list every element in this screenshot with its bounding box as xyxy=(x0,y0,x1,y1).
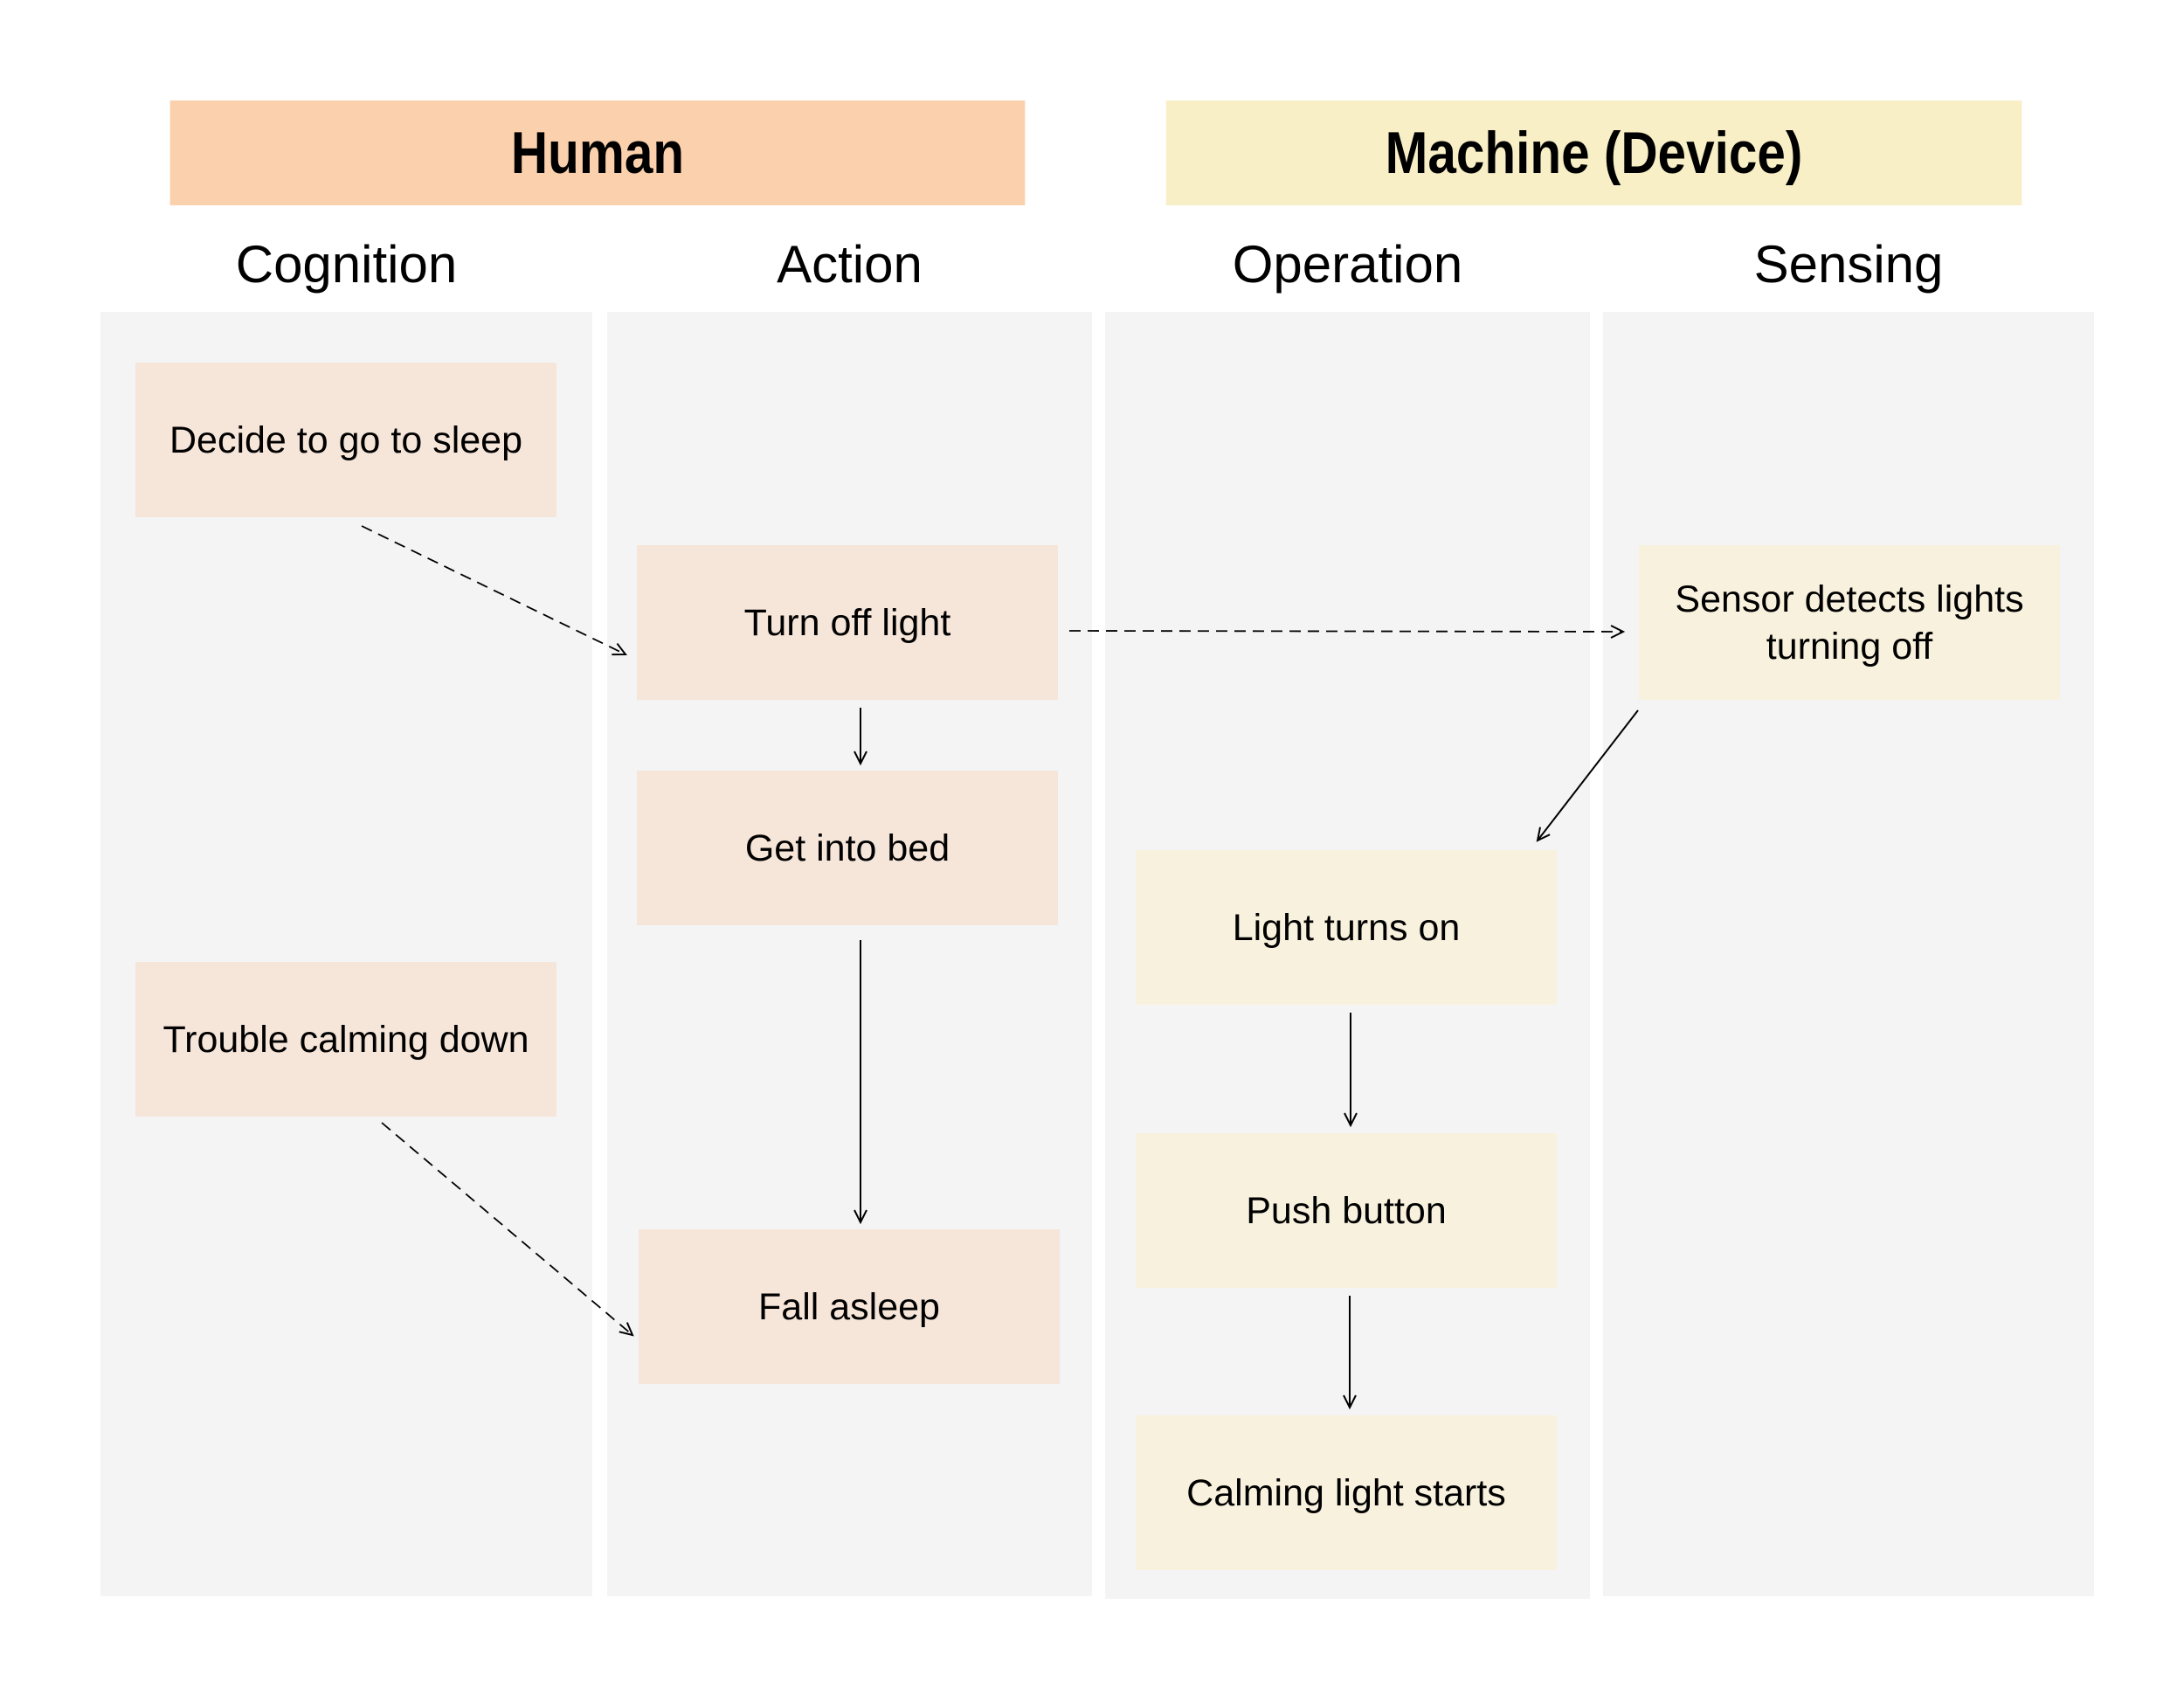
node-turn-off-light: Turn off light xyxy=(637,545,1058,700)
node-sensor-detects: Sensor detects lights turning off xyxy=(1639,545,2060,700)
node-get-into-bed: Get into bed xyxy=(637,771,1058,925)
node-light-turns-on: Light turns on xyxy=(1136,850,1557,1005)
column-title-operation: Operation xyxy=(1232,234,1463,294)
column-title-sensing: Sensing xyxy=(1753,234,1944,294)
column-title-action: Action xyxy=(777,234,923,294)
machine-header-label: Machine (Device) xyxy=(1385,120,1803,186)
machine-section-header: Machine (Device) xyxy=(1165,100,2022,205)
human-header-label: Human xyxy=(510,120,685,186)
node-fall-asleep: Fall asleep xyxy=(639,1229,1060,1384)
node-calming-light: Calming light starts xyxy=(1136,1415,1557,1570)
lane-action xyxy=(607,312,1092,1596)
lane-sensing xyxy=(1603,312,2094,1596)
node-decide-sleep: Decide to go to sleep xyxy=(135,363,556,517)
column-title-cognition: Cognition xyxy=(235,234,458,294)
human-section-header: Human xyxy=(169,100,1026,205)
node-push-button: Push button xyxy=(1136,1133,1557,1288)
node-trouble-calming: Trouble calming down xyxy=(135,962,556,1117)
